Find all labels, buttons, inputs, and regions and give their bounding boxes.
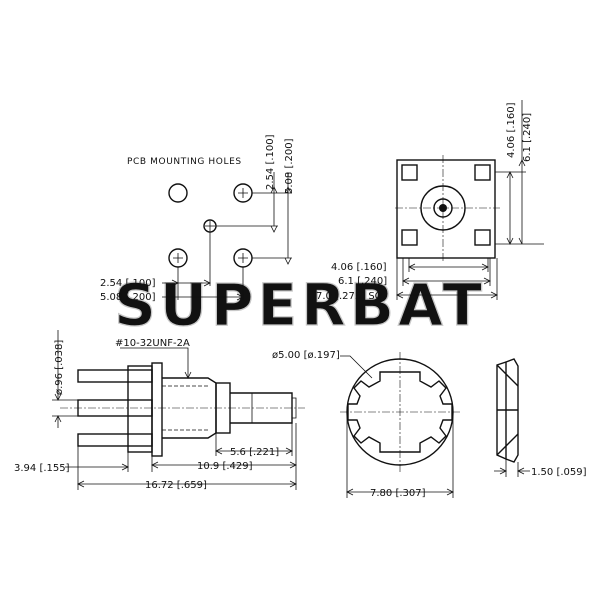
top-dim-h-mid: 6.1 [.240] (338, 276, 387, 287)
pcb-dim-h-small: 2.54 [.100] (100, 278, 156, 289)
top-dim-h-inner: 4.06 [.160] (331, 262, 387, 273)
pcb-mounting-holes: PCB MOUNTING HOLES 2.54 [.100] 5.08 [.20… (100, 134, 295, 303)
lock-washer: ø5.00 [ø.197] 7.80 [.307] (272, 350, 460, 499)
top-view: 4.06 [.160] 6.1 [.240] 4.06 [.160] 6.1 [… (316, 100, 544, 302)
pcb-hole-top-left (168, 183, 188, 203)
side-flange (151, 362, 163, 457)
washer-width: 7.80 [.307] (370, 488, 426, 499)
top-dim-v-outer: 6.1 [.240] (522, 113, 533, 162)
washer-inner (347, 371, 453, 453)
side-pin-bottom (77, 433, 153, 447)
dim-body: 10.9 [.429] (197, 461, 253, 472)
pcb-dim-v-large: 5.08 [.200] (284, 138, 295, 194)
side-pin-top (77, 369, 153, 383)
pin-dia: ø.96 [.038] (54, 340, 65, 395)
top-view-flange (396, 159, 496, 259)
top-dim-h-outer: 7.0 [.275] SQ. (316, 291, 386, 302)
pcb-dim-v-small: 2.54 [.100] (265, 134, 276, 190)
thread-label: #10-32UNF-2A (115, 338, 190, 349)
dim-total: 16.72 [.659] (145, 480, 207, 491)
nut-thickness: 1.50 [.059] (531, 467, 587, 478)
pcb-title: PCB MOUNTING HOLES (127, 157, 242, 167)
dim-pins: 3.94 [.155] (14, 463, 70, 474)
side-view: #10-32UNF-2A ø.96 [.038] 5.6 [.221] 10.9… (14, 330, 305, 491)
nut-side: 1.50 [.059] (494, 358, 587, 478)
dim-tip: 5.6 [.221] (230, 447, 279, 458)
top-dim-v-inner: 4.06 [.160] (506, 102, 517, 158)
pcb-dim-h-large: 5.08 [.200] (100, 292, 156, 303)
washer-dia: ø5.00 [ø.197] (272, 350, 340, 361)
